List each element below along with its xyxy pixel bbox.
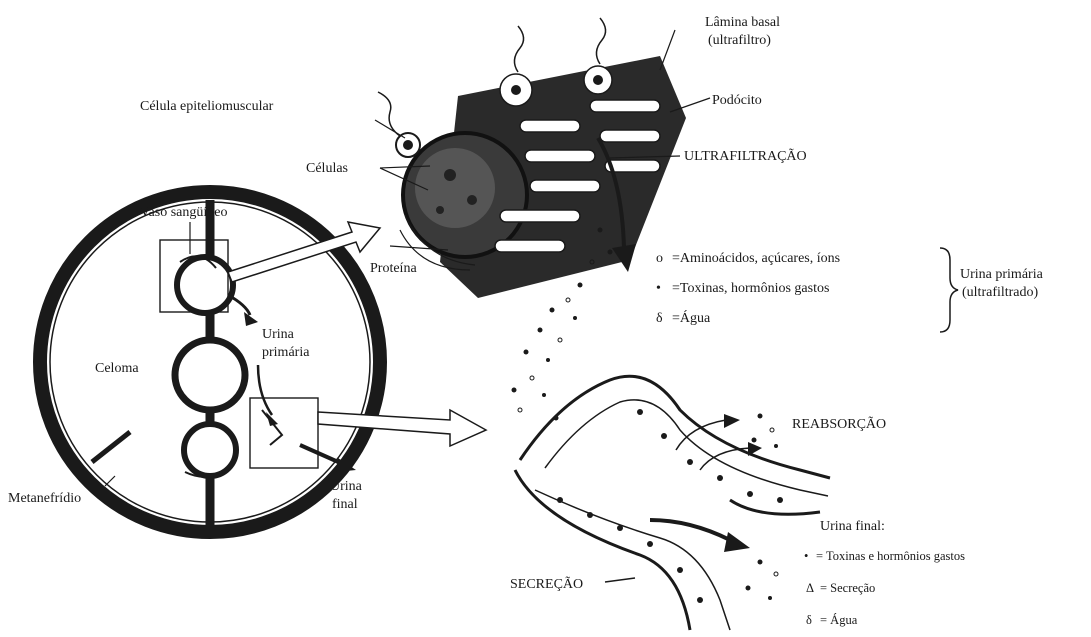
label-proteina: Proteína bbox=[370, 261, 417, 276]
label-lamina-basal-sub: (ultrafiltro) bbox=[708, 33, 771, 48]
label-podocito: Podócito bbox=[712, 93, 762, 108]
label-urina-final-1: Urina bbox=[330, 479, 363, 494]
legend-primary-urine: o =Aminoácidos, açúcares, íons • =Toxina… bbox=[656, 248, 1044, 332]
label-celulas: Células bbox=[306, 161, 348, 176]
label-celula-epiteliomuscular: Célula epiteliomuscular bbox=[140, 99, 274, 114]
legend-bracket bbox=[940, 248, 958, 332]
label-vaso-sanguineo: Vaso sangüíneo bbox=[140, 205, 228, 220]
vessel-ring-top bbox=[177, 257, 233, 313]
vessel-ring-middle bbox=[175, 340, 245, 410]
tubule-lower-wall bbox=[515, 470, 690, 630]
legend-bracket-label-2: (ultrafiltrado) bbox=[962, 285, 1039, 300]
zoom-arrow-bottom bbox=[318, 410, 486, 446]
label-urina-primaria-2: primária bbox=[262, 345, 310, 360]
label-reabsorcao: REABSORÇÃO bbox=[792, 416, 886, 432]
label-lamina-basal: Lâmina basal bbox=[705, 15, 780, 30]
legend-primary-text-1: =Aminoácidos, açúcares, íons bbox=[672, 251, 840, 266]
highlight-box-bottom bbox=[250, 398, 318, 468]
legend-primary-symbol-2: • bbox=[656, 281, 661, 296]
ultrafiltration-detail bbox=[378, 18, 686, 298]
label-ultrafiltracao: ULTRAFILTRAÇÃO bbox=[684, 148, 807, 164]
legend-primary-text-2: =Toxinas, hormônios gastos bbox=[672, 281, 829, 296]
label-secrecao: SECREÇÃO bbox=[510, 576, 583, 592]
legend-final-text-2: = Secreção bbox=[820, 581, 875, 595]
legend-final-text-1: = Toxinas e hormônios gastos bbox=[816, 549, 965, 563]
label-urina-primaria-1: Urina bbox=[262, 327, 295, 342]
legend-final-symbol-1: • bbox=[804, 549, 808, 563]
legend-final-symbol-2: Δ bbox=[806, 581, 814, 595]
legend-final-symbol-3: δ bbox=[806, 613, 812, 627]
legend-primary-symbol-3: δ bbox=[656, 311, 663, 326]
legend-primary-symbol-1: o bbox=[656, 251, 663, 266]
legend-final-title: Urina final: bbox=[820, 519, 885, 534]
legend-final-text-3: = Água bbox=[820, 613, 858, 627]
tubule-upper-wall bbox=[520, 376, 830, 478]
legend-bracket-label-1: Urina primária bbox=[960, 267, 1044, 282]
label-metanefridio: Metanefrídio bbox=[8, 491, 81, 506]
tubule-inner-lower bbox=[535, 490, 730, 630]
label-urina-final-2: final bbox=[332, 497, 358, 512]
legend-final-urine: Urina final: • = Toxinas e hormônios gas… bbox=[804, 519, 965, 627]
final-urine-particles bbox=[746, 414, 779, 601]
label-celoma: Celoma bbox=[95, 361, 139, 376]
legend-primary-text-3: =Água bbox=[672, 309, 711, 326]
